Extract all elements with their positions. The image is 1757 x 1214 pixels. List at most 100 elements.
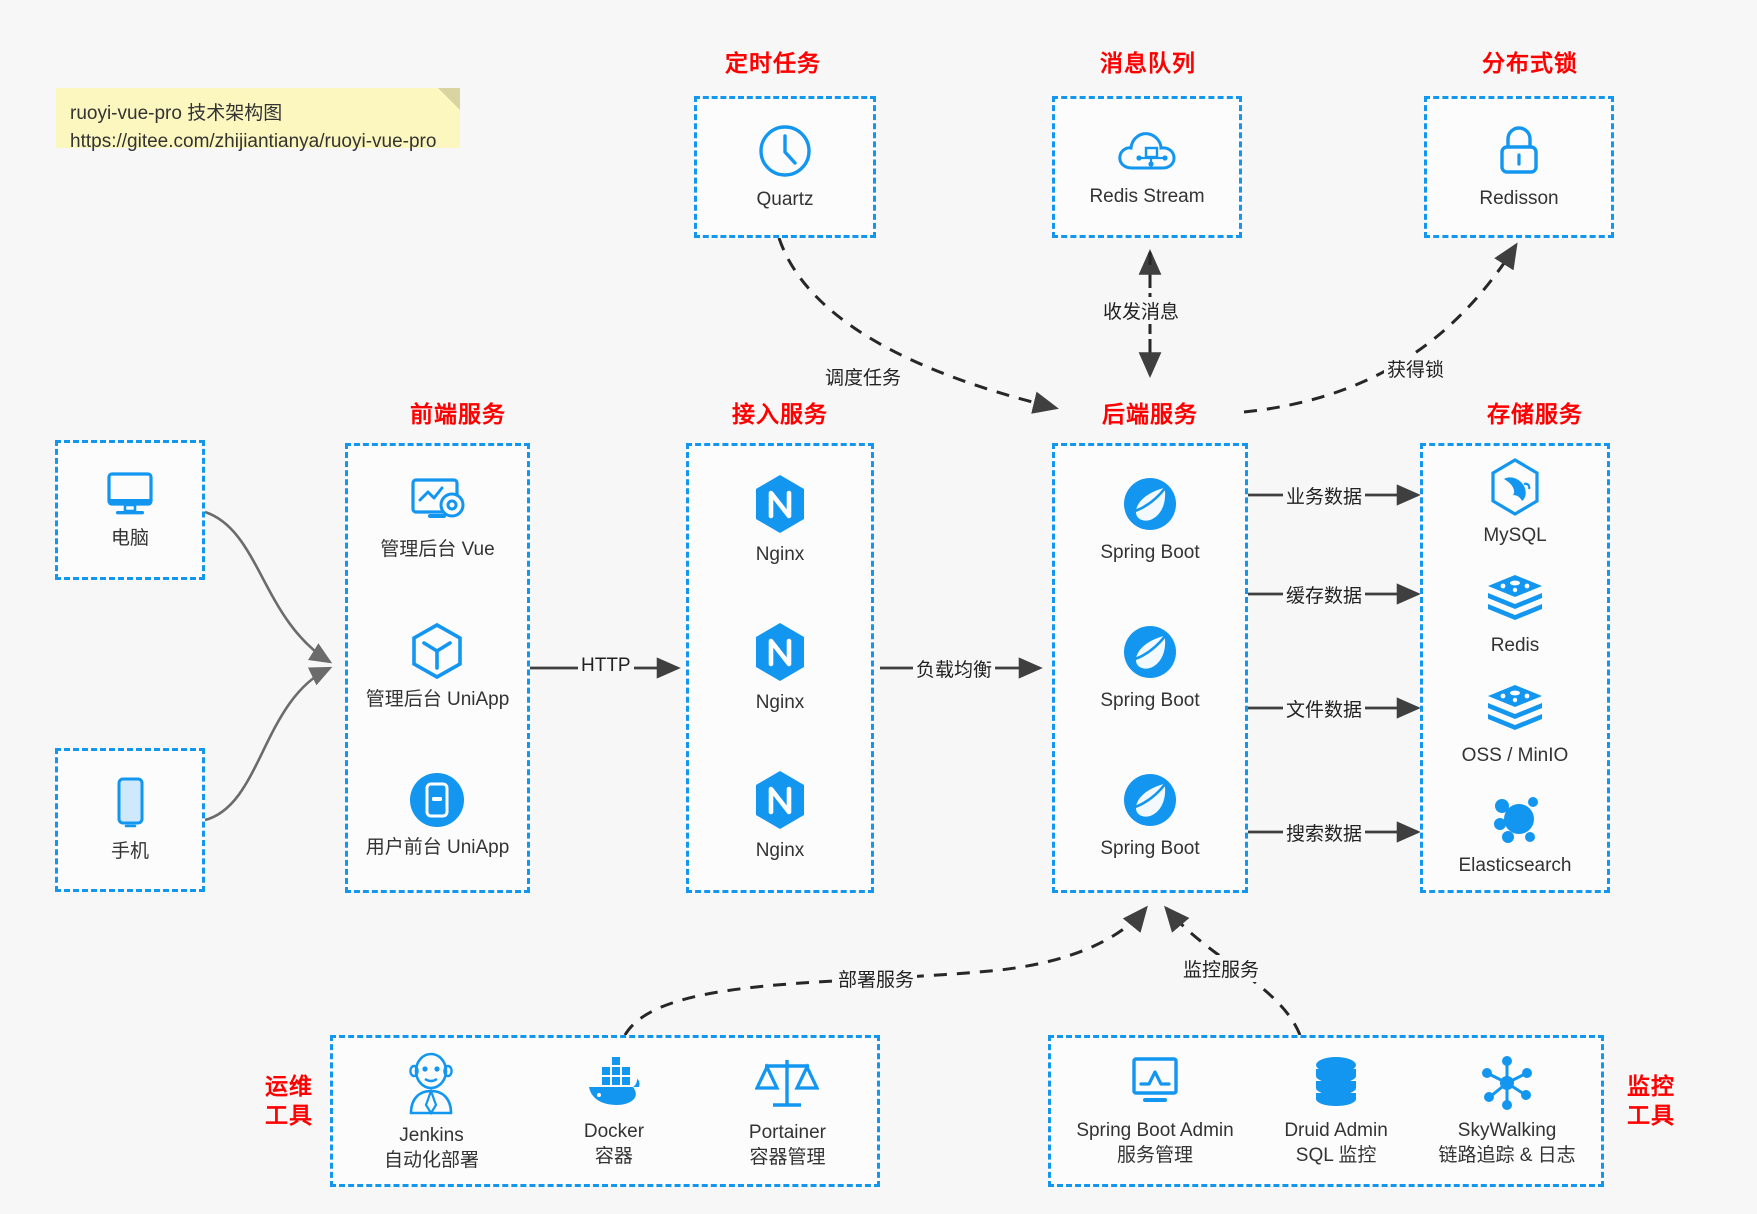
node-label: Nginx (755, 840, 805, 862)
node-nginx-2[interactable]: Nginx (750, 620, 810, 715)
node-elasticsearch[interactable]: Elasticsearch (1459, 791, 1572, 878)
node-nginx-1[interactable]: Nginx (750, 472, 810, 567)
node-label: Redisson (1479, 188, 1559, 210)
node-sublabel: 自动化部署 (383, 1149, 479, 1171)
node-label: Nginx (755, 544, 805, 566)
node-druid-admin[interactable]: Druid Admin SQL 监控 (1284, 1054, 1388, 1168)
node-skywalking[interactable]: SkyWalking 链路追踪 & 日志 (1438, 1054, 1576, 1168)
mobile-app-icon (410, 773, 465, 828)
group-title-gateway: 接入服务 (732, 401, 828, 427)
spring-boot-icon (1123, 774, 1176, 827)
devops-title-line-1: 运维 (265, 1073, 313, 1099)
node-redisson[interactable]: Redisson (1479, 122, 1559, 211)
node-docker[interactable]: Docker 容器 (581, 1053, 647, 1169)
group-title-scheduled: 定时任务 (725, 50, 821, 76)
edge-label-load-balance: 负载均衡 (913, 655, 996, 682)
node-admin-vue[interactable]: 管理后台 Vue (380, 475, 495, 562)
sticky-note: ruoyi-vue-pro 技术架构图 https://gitee.com/zh… (56, 88, 460, 152)
node-portainer[interactable]: Portainer 容器管理 (749, 1052, 826, 1170)
node-spring-boot-2[interactable]: Spring Boot (1100, 622, 1200, 713)
group-backend-services: Spring Boot Spring Boot Spring Boot (1052, 443, 1248, 893)
group-title-backend: 后端服务 (1102, 401, 1198, 427)
oss-stack-icon (1487, 685, 1542, 731)
node-redis[interactable]: Redis (1484, 571, 1546, 658)
node-label: Spring Boot Admin (1076, 1120, 1234, 1142)
wire-schedule (777, 237, 1059, 414)
node-sublabel: 服务管理 (1116, 1144, 1193, 1166)
edge-label-deploy: 部署服务 (835, 965, 918, 992)
node-label: Spring Boot (1100, 838, 1200, 860)
edge-label-monitor-service: 监控服务 (1180, 955, 1263, 982)
uniapp-cube-icon (412, 623, 463, 680)
node-sublabel: SQL 监控 (1295, 1144, 1377, 1166)
node-label: OSS / MinIO (1461, 745, 1569, 767)
edge-label-biz-data: 业务数据 (1283, 482, 1366, 509)
node-label: SkyWalking (1457, 1120, 1557, 1142)
node-label: Jenkins (399, 1125, 464, 1147)
spring-boot-icon (1123, 478, 1176, 531)
devops-title-line-2: 工具 (265, 1101, 313, 1128)
wire-mobile-to-frontend (204, 666, 333, 822)
elasticsearch-icon (1494, 797, 1538, 844)
node-spring-boot-admin[interactable]: Spring Boot Admin 服务管理 (1076, 1054, 1234, 1168)
node-sublabel: 容器管理 (749, 1146, 826, 1168)
node-mobile[interactable]: 手机 (108, 775, 152, 864)
monitor-title-line-2: 工具 (1627, 1101, 1675, 1128)
padlock-icon (1500, 126, 1538, 175)
group-message-queue: Redis Stream (1052, 96, 1242, 238)
monitor-chart-icon (1132, 1057, 1178, 1103)
node-label: Docker (583, 1121, 645, 1143)
node-sublabel: 容器 (594, 1145, 633, 1167)
group-title-mq: 消息队列 (1100, 50, 1196, 76)
group-title-frontend: 前端服务 (410, 401, 506, 427)
group-title-lock: 分布式锁 (1482, 50, 1578, 76)
node-label: 电脑 (110, 528, 149, 550)
mysql-dolphin-icon (1491, 458, 1539, 517)
node-sublabel: 链路追踪 & 日志 (1438, 1144, 1576, 1166)
node-user-uniapp[interactable]: 用户前台 UniApp (365, 771, 510, 860)
node-label: Elasticsearch (1458, 855, 1572, 877)
client-mobile-box: 手机 (55, 748, 205, 892)
group-frontend-services: 管理后台 Vue 管理后台 UniApp 用户前台 UniApp (345, 443, 530, 893)
node-label: Nginx (755, 692, 805, 714)
monitor-title-line-1: 监控 (1627, 1073, 1675, 1099)
spring-boot-icon (1123, 626, 1176, 679)
edge-label-search-data: 搜索数据 (1283, 819, 1366, 846)
node-label: Portainer (748, 1122, 826, 1144)
portainer-scales-icon (755, 1060, 820, 1107)
edge-label-get-lock: 获得锁 (1384, 355, 1448, 382)
node-jenkins[interactable]: Jenkins 自动化部署 (384, 1049, 479, 1173)
group-storage-services: MySQL Redis OS (1420, 443, 1610, 893)
node-mysql[interactable]: MySQL (1483, 457, 1547, 548)
node-label: 手机 (110, 841, 149, 863)
group-title-devops: 运维 工具 (258, 1072, 320, 1130)
group-gateway-services: Nginx Nginx Nginx (686, 443, 874, 893)
node-quartz[interactable]: Quartz (755, 121, 815, 212)
node-label: Redis (1490, 635, 1540, 657)
node-admin-uniapp[interactable]: 管理后台 UniApp (366, 621, 509, 712)
note-line-2: https://gitee.com/zhijiantianya/ruoyi-vu… (70, 130, 437, 152)
node-oss-minio[interactable]: OSS / MinIO (1461, 681, 1569, 768)
group-title-storage: 存储服务 (1487, 401, 1583, 427)
cloud-stream-icon (1118, 132, 1176, 170)
node-spring-boot-3[interactable]: Spring Boot (1100, 770, 1200, 861)
node-label: Quartz (756, 189, 814, 211)
node-nginx-3[interactable]: Nginx (750, 768, 810, 863)
database-icon (1316, 1057, 1357, 1107)
group-distributed-lock: Redisson (1424, 96, 1614, 238)
edge-label-schedule: 调度任务 (822, 363, 905, 390)
edge-label-file-data: 文件数据 (1283, 695, 1366, 722)
docker-whale-icon (588, 1057, 640, 1106)
node-spring-boot-1[interactable]: Spring Boot (1100, 474, 1200, 565)
note-fold-corner (438, 88, 460, 110)
node-redis-stream[interactable]: Redis Stream (1089, 124, 1205, 209)
edge-label-http: HTTP (578, 655, 634, 677)
nginx-icon (756, 475, 804, 534)
node-label: 用户前台 UniApp (365, 837, 510, 859)
note-line-1: ruoyi-vue-pro 技术架构图 (70, 103, 283, 124)
node-desktop[interactable]: 电脑 (101, 468, 159, 551)
node-label: MySQL (1483, 525, 1547, 547)
desktop-monitor-icon (107, 472, 153, 515)
group-title-monitor: 监控 工具 (1620, 1072, 1682, 1130)
smartphone-icon (117, 777, 144, 828)
